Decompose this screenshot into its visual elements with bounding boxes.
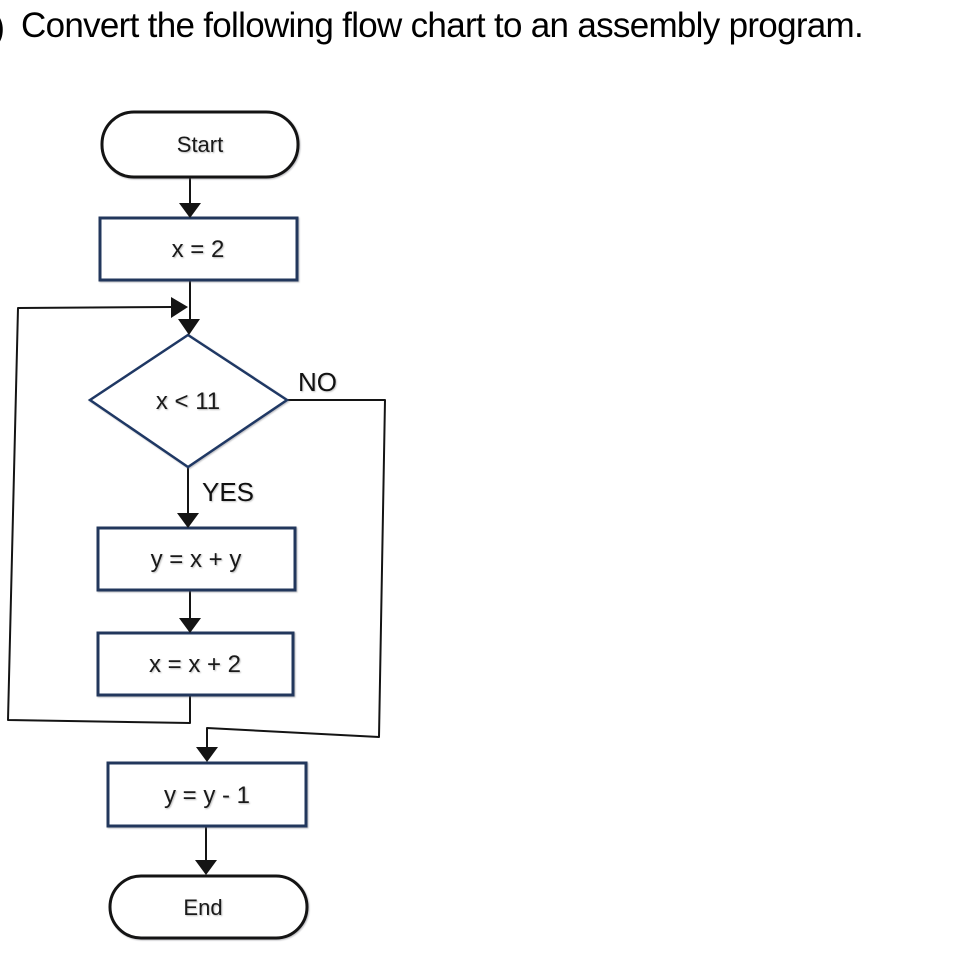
- node-decrement-shape: [106, 761, 308, 828]
- node-set-x-label: x = 2: [172, 236, 225, 263]
- edges: [7, 177, 386, 861]
- nodes: [87, 110, 309, 940]
- arrowhead-into-decrement: [196, 747, 218, 762]
- arrowhead-into-set-x: [179, 203, 201, 218]
- node-end-label: End: [183, 895, 222, 920]
- arrowheads: [171, 203, 218, 875]
- branch-label-yes: YES: [202, 477, 254, 507]
- edge-increment-loop-back-to-check: [7, 306, 191, 724]
- node-check-shape: [87, 333, 290, 469]
- arrowhead-into-increment: [179, 618, 201, 633]
- arrowhead-into-end: [195, 860, 217, 875]
- node-start-label: Start: [177, 132, 223, 157]
- node-add-label: y = x + y: [151, 546, 242, 573]
- node-add-shape: [96, 526, 297, 592]
- branch-label-no: NO: [298, 367, 337, 397]
- node-check-label: x < 11: [156, 388, 220, 415]
- edge-check-to-decrement-no: [206, 399, 386, 749]
- node-start-shape: [100, 110, 300, 179]
- left-edge-fragment: ): [0, 6, 5, 48]
- node-decrement-label: y = y - 1: [164, 782, 250, 809]
- arrowhead-into-add: [177, 513, 199, 528]
- node-increment-shape: [96, 631, 295, 697]
- node-increment-label: x = x + 2: [149, 651, 241, 678]
- arrowhead-into-check: [178, 319, 200, 335]
- node-set-x-shape: [98, 216, 299, 282]
- arrowhead-loop-into-check-line: [171, 297, 188, 318]
- page-title: Convert the following flow chart to an a…: [21, 6, 864, 45]
- labels: Start x = 2 x < 11 NO YES y = x + y x = …: [149, 132, 337, 920]
- node-end-shape: [108, 874, 309, 940]
